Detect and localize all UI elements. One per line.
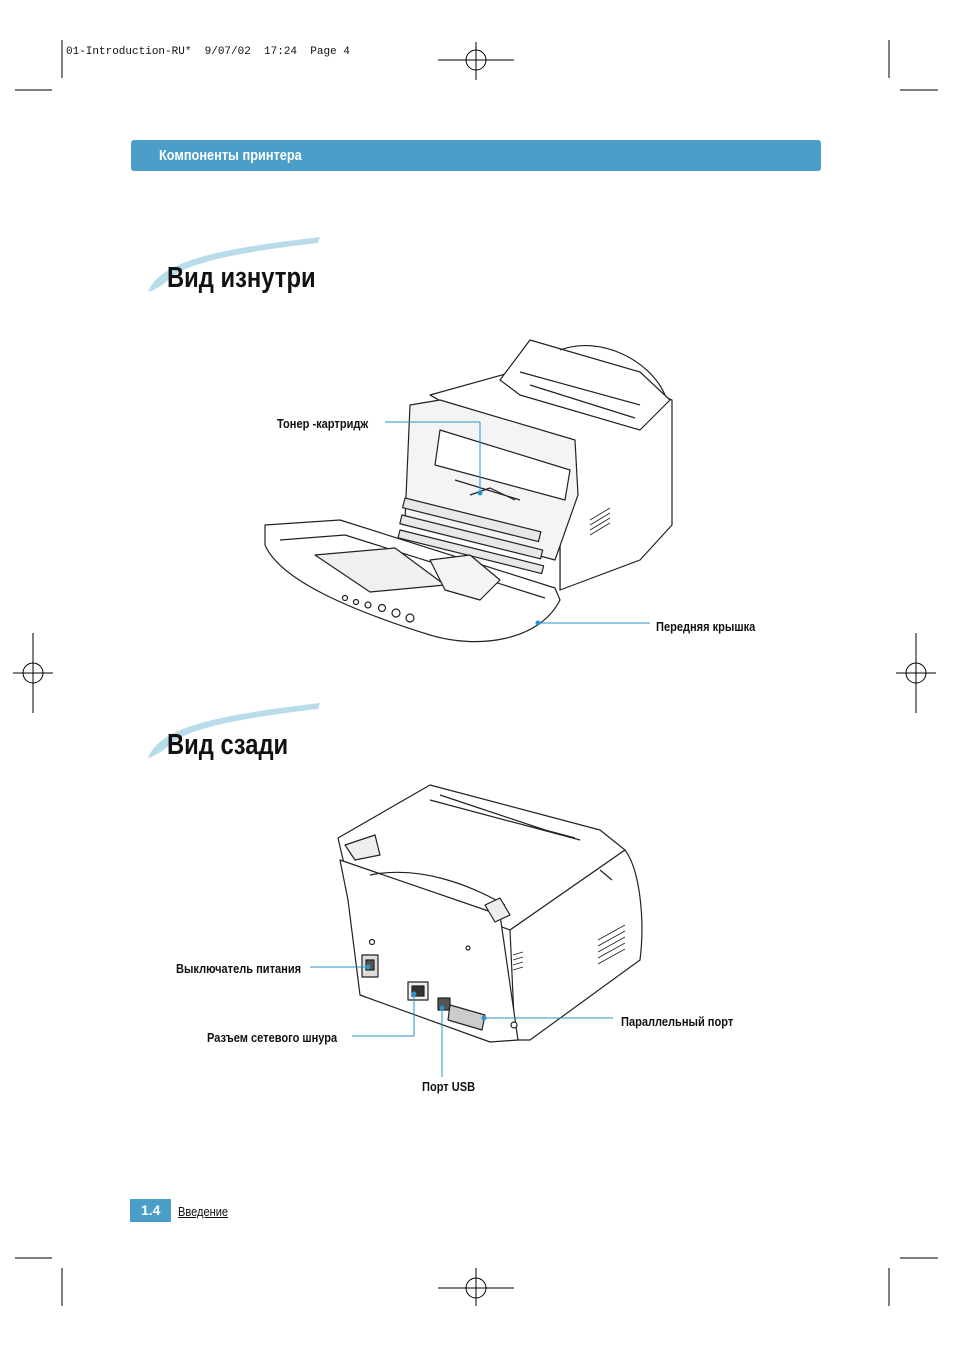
callout-front-cover: Передняя крышка [656,619,756,634]
print-slug: 01-Introduction-RU* 9/07/02 17:24 Page 4 [66,46,350,58]
callout-power-switch: Выключатель питания [176,961,302,976]
section-header-title: Компоненты принтера [159,147,302,164]
callout-parallel-port: Параллельный порт [621,1014,734,1029]
section-title-inside: Вид изнутри [167,262,316,294]
callout-toner-cartridge: Тонер -картридж [277,416,369,431]
page-number: 1.4 [141,1202,161,1218]
page-number-box [130,1199,171,1222]
section-title-rear: Вид сзади [167,729,289,761]
footer-section-name: Введение [178,1204,229,1219]
section-header-bar [131,140,821,171]
callout-power-cord-socket: Разъем сетевого шнура [207,1030,338,1045]
callout-usb-port: Порт USB [422,1079,476,1094]
